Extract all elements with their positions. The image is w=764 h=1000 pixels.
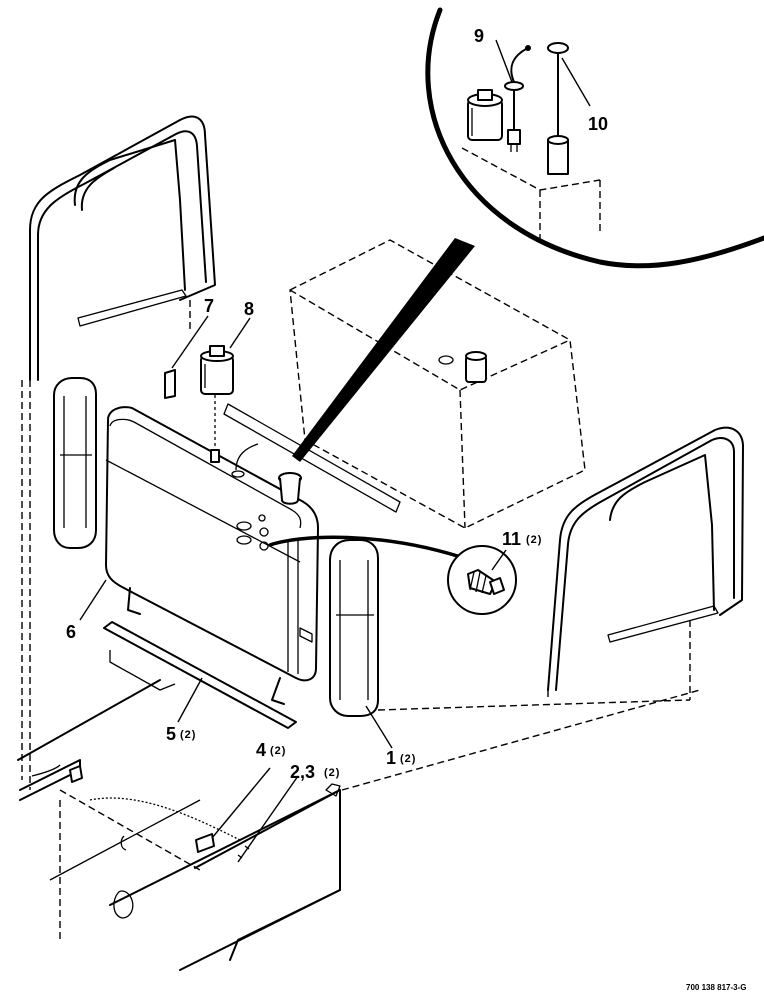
callout-6: 6 <box>66 622 76 642</box>
callout-11: 11 <box>502 529 521 549</box>
left-pad <box>53 377 97 549</box>
callout-5-qty: (2) <box>180 729 196 741</box>
side-panel-strip <box>223 403 401 513</box>
callout-1: 1 <box>386 748 396 768</box>
callout-labels: 9 10 7 8 6 5 (2) 1 (2) 4 (2) 2,3 (2) 11 … <box>66 26 747 992</box>
right-handrail <box>547 426 744 700</box>
callout-7: 7 <box>204 296 214 316</box>
item-8-filter <box>200 345 234 395</box>
item-7-strip <box>164 369 176 399</box>
callout-4: 4 <box>256 740 266 760</box>
right-pad <box>329 539 379 717</box>
drawing-number: 700 138 817-3-G <box>686 983 747 992</box>
callout-4-qty: (2) <box>270 745 286 757</box>
chassis-frame <box>17 650 341 971</box>
detail-filter-cartridge <box>467 89 503 141</box>
callout-8: 8 <box>244 299 254 319</box>
detail-pointer <box>292 238 475 462</box>
detail-dipstick <box>547 42 569 175</box>
left-handrail <box>21 115 216 790</box>
item-11-fitting-detail <box>268 535 517 615</box>
callout-11-qty: (2) <box>526 534 542 546</box>
item-5-strip <box>103 621 297 729</box>
hydraulic-reservoir <box>105 395 319 705</box>
callout-2-3: 2,3 <box>290 762 315 782</box>
detail-sender-unit <box>504 45 531 152</box>
main-tank-outline <box>289 239 586 529</box>
callout-10: 10 <box>588 114 608 134</box>
callout-5: 5 <box>166 724 176 744</box>
callout-9: 9 <box>474 26 484 46</box>
callout-leaders <box>79 39 701 863</box>
detail-view-circle <box>292 7 764 462</box>
callout-2-3-qty: (2) <box>324 767 340 779</box>
callout-1-qty: (2) <box>400 753 416 765</box>
